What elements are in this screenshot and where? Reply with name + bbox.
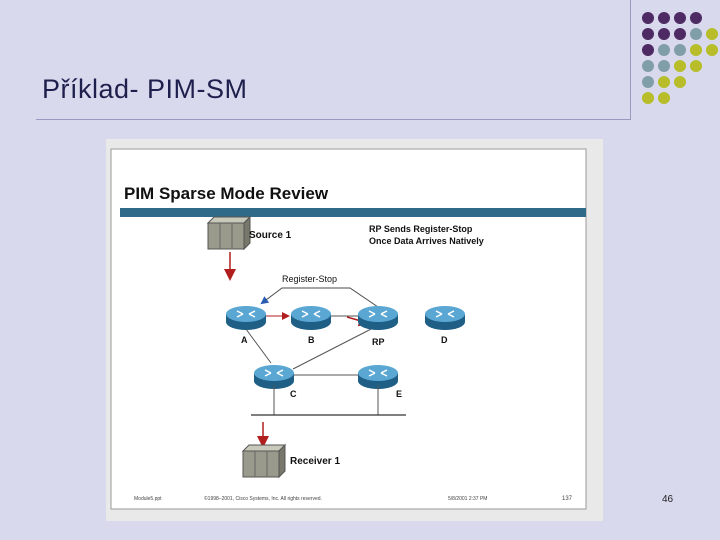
footer-page: 137 bbox=[562, 496, 573, 502]
router-a-icon bbox=[225, 305, 267, 331]
source-server-icon bbox=[207, 216, 251, 250]
router-b-label: B bbox=[308, 335, 315, 345]
register-stop-arrow bbox=[260, 287, 379, 308]
title-underline bbox=[36, 119, 630, 120]
brand-label: Cisco.com bbox=[525, 209, 567, 219]
router-a-label: A bbox=[241, 335, 248, 345]
router-d-label: D bbox=[441, 335, 448, 345]
router-b-icon bbox=[290, 305, 332, 331]
receiver-host-icon bbox=[242, 444, 286, 478]
footer-left: Module5.ppt bbox=[134, 496, 162, 502]
source-label: Source 1 bbox=[249, 230, 292, 241]
vertical-divider bbox=[630, 0, 631, 120]
link-a-c bbox=[242, 324, 272, 364]
router-c-label: C bbox=[290, 389, 297, 399]
receiver-label: Receiver 1 bbox=[290, 456, 340, 467]
note-line-2: Once Data Arrives Natively bbox=[369, 236, 484, 246]
figure-slide bbox=[110, 148, 587, 510]
router-d-icon bbox=[424, 305, 466, 331]
router-rp-icon bbox=[357, 305, 399, 331]
note-line-1: RP Sends Register-Stop bbox=[369, 224, 473, 234]
footer-center: ©1998–2001, Cisco Systems, Inc. All righ… bbox=[204, 495, 322, 502]
link-rp-c bbox=[292, 325, 378, 370]
router-e-label: E bbox=[396, 389, 402, 399]
footer-right: 5/8/2001 2:37 PM bbox=[448, 496, 487, 502]
decorative-dot-grid bbox=[642, 12, 718, 104]
heading-bar bbox=[120, 208, 586, 217]
register-stop-label: Register-Stop bbox=[282, 274, 337, 284]
page-number: 46 bbox=[662, 494, 674, 505]
slide-title: Příklad- PIM-SM bbox=[42, 74, 248, 104]
router-rp-label: RP bbox=[372, 337, 385, 347]
pim-diagram-image: PIM Sparse Mode Review Cisco.com Source … bbox=[106, 139, 603, 521]
figure-heading: PIM Sparse Mode Review bbox=[124, 184, 329, 203]
